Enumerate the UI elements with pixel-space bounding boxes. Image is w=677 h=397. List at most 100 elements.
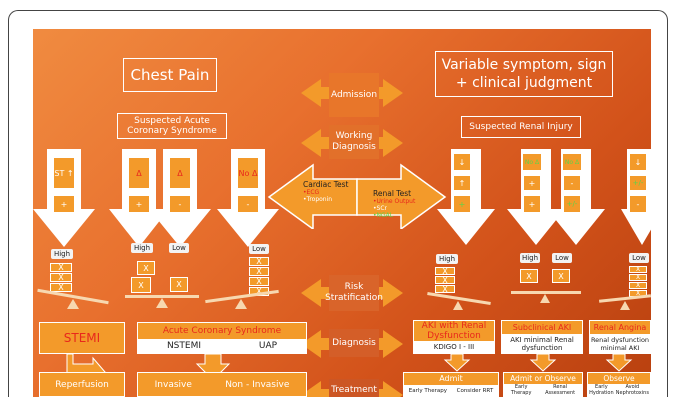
renal-arrow4-mid: +/- bbox=[629, 175, 647, 191]
subclinical-box: Subclinical AKI AKI minimal Renal dysfun… bbox=[501, 320, 583, 354]
acs-box: Acute Coronary Syndrome NSTEMI UAP bbox=[137, 322, 307, 354]
subclinical-desc: AKI minimal Renal dysfunction bbox=[502, 334, 582, 353]
cardiac-arrow2-bottom: + bbox=[128, 195, 150, 213]
treatment-stage-label: Treatment bbox=[331, 385, 377, 395]
cardiac-test-block: Cardiac Test •ECG •Troponin bbox=[303, 180, 373, 203]
weight-6c: X bbox=[629, 282, 647, 289]
renal-angina-label: Renal Angina bbox=[593, 323, 647, 332]
suspected-renal-title: Suspected Renal Injury bbox=[469, 122, 573, 132]
early-line2: Therapy bbox=[510, 390, 532, 396]
weight-6b: X bbox=[629, 274, 647, 281]
early-therapy-stack: Early Therapy bbox=[511, 384, 532, 396]
renal-test-item-ngal: •NGAL bbox=[373, 212, 394, 219]
admit-label: Admit bbox=[439, 374, 463, 383]
hydration-stack: Early Hydration bbox=[589, 384, 614, 396]
renal-angina-desc: Renal dysfunction minimal AKI bbox=[590, 334, 650, 353]
suspected-renal-box: Suspected Renal Injury bbox=[461, 116, 581, 138]
avoid-line2: Nephrotoxins bbox=[615, 390, 649, 396]
reperfusion-label: Reperfusion bbox=[55, 379, 109, 390]
observe-label: Observe bbox=[603, 374, 635, 383]
weight-6a: X bbox=[629, 266, 647, 273]
renal-assessment-stack: Renal Assessment bbox=[545, 384, 575, 396]
variable-line1: Variable symptom, sign bbox=[441, 57, 607, 73]
cardiac-arrow2-top: Δ bbox=[128, 157, 150, 189]
aki-renal-header: AKI with Renal Dysfunction bbox=[414, 321, 494, 341]
scale-base-2 bbox=[156, 298, 168, 308]
renal-line1: Renal bbox=[553, 384, 568, 390]
weight-4a: X bbox=[435, 267, 455, 276]
admission-label: Admission bbox=[330, 90, 378, 100]
renal-test-item-scr: •SCr bbox=[373, 205, 388, 212]
high-tag-5: High bbox=[520, 253, 540, 263]
cardiac-arrow4-bottom: - bbox=[237, 195, 259, 213]
scale-base-5 bbox=[540, 294, 550, 303]
subclinical-desc-line1: AKI minimal Renal bbox=[510, 335, 574, 344]
risk-line2: Stratification bbox=[325, 293, 383, 303]
scale-base-4 bbox=[453, 301, 463, 310]
cardiac-arrow1-top: ST ↑ bbox=[53, 157, 75, 189]
weight-1b: X bbox=[50, 273, 72, 282]
aki-line1: AKI with Renal bbox=[421, 321, 487, 331]
renal-arrow3-mid: - bbox=[563, 175, 581, 191]
high-tag-2: High bbox=[131, 243, 153, 253]
weight-2c: X bbox=[170, 277, 188, 292]
cardiac-arrow4-top: No Δ bbox=[237, 157, 259, 189]
cardiac-arrow3-bottom: - bbox=[169, 195, 191, 213]
invasive-label: Invasive bbox=[154, 379, 192, 390]
cardiac-test-title: Cardiac Test bbox=[303, 180, 349, 189]
kdigo-label: KDIGO I - III bbox=[433, 343, 475, 351]
cardiac-test-item-troponin: •Troponin bbox=[303, 196, 333, 203]
hydr-line2: Hydration bbox=[589, 390, 614, 396]
window-frame: Chest Pain Variable symptom, sign + clin… bbox=[8, 10, 668, 397]
renal-test-title: Renal Test bbox=[373, 189, 412, 198]
acs-white-row: NSTEMI UAP bbox=[138, 339, 306, 353]
kdigo-row: KDIGO I - III bbox=[414, 341, 494, 353]
renal-connectors bbox=[443, 354, 633, 372]
admit-observe-row: Early Therapy Renal Assessment bbox=[504, 384, 582, 396]
scale-base-3 bbox=[235, 299, 247, 309]
uap-label: UAP bbox=[258, 341, 278, 351]
risk-box: Risk Stratification bbox=[325, 275, 383, 311]
suspected-acs-line2: Coronary Syndrome bbox=[127, 126, 217, 136]
chest-pain-box: Chest Pain bbox=[123, 58, 217, 92]
weight-4b: X bbox=[435, 276, 455, 285]
admit-observe-box: Admit or Observe Early Therapy Renal Ass… bbox=[503, 372, 583, 397]
cardiac-arrow1-bottom: + bbox=[53, 195, 75, 213]
diagnosis-stage-box: Diagnosis bbox=[329, 329, 379, 357]
renal-arrow2-bottom: + bbox=[523, 195, 541, 213]
high-tag-1: High bbox=[51, 249, 73, 259]
nephrotoxins-stack: Avoid Nephrotoxins bbox=[616, 384, 649, 396]
renal-arrow4-top: ↓ bbox=[629, 153, 647, 171]
low-tag-2: Low bbox=[169, 243, 189, 253]
renal-arrow3-bottom: +/- bbox=[563, 195, 581, 213]
renal-arrow1-bottom: + bbox=[453, 195, 471, 213]
weight-4c: X bbox=[435, 285, 455, 294]
avoid-line1: Avoid bbox=[625, 384, 640, 390]
variable-line2: + clinical judgment bbox=[455, 75, 593, 91]
scale-base-6 bbox=[620, 301, 630, 310]
low-tag-5: Low bbox=[552, 253, 572, 263]
renal-angina-desc-line2: minimal AKI bbox=[600, 343, 640, 352]
renal-angina-desc-line1: Renal dysfunction bbox=[590, 335, 650, 344]
chest-pain-title: Chest Pain bbox=[130, 66, 210, 84]
stemi-label: STEMI bbox=[63, 331, 101, 345]
weight-5a: X bbox=[520, 269, 538, 283]
acs-label: Acute Coronary Syndrome bbox=[162, 326, 282, 336]
nstemi-label: NSTEMI bbox=[166, 341, 201, 351]
scale-beam-5 bbox=[511, 291, 581, 294]
suspected-acs-box: Suspected Acute Coronary Syndrome bbox=[117, 113, 227, 139]
cardiac-arrow3-top: Δ bbox=[169, 157, 191, 189]
aki-renal-box: AKI with Renal Dysfunction KDIGO I - III bbox=[413, 320, 495, 354]
tests-arrow bbox=[267, 163, 447, 229]
admit-row: Early Therapy Consider RRT bbox=[404, 385, 498, 396]
renal-arrow3-top: No Δ bbox=[562, 153, 582, 171]
observe-row: Early Hydration Avoid Nephrotoxins bbox=[588, 384, 650, 396]
admit-box: Admit Early Therapy Consider RRT bbox=[403, 372, 499, 397]
high-tag-4: High bbox=[436, 254, 458, 264]
diagnosis-stage-label: Diagnosis bbox=[332, 338, 376, 348]
early-line1: Early bbox=[514, 384, 528, 390]
weight-2a: X bbox=[137, 261, 155, 275]
scale-base-1 bbox=[67, 299, 79, 309]
aki-line2: Dysfunction bbox=[427, 331, 481, 341]
reperfusion-box: Reperfusion bbox=[39, 372, 125, 397]
